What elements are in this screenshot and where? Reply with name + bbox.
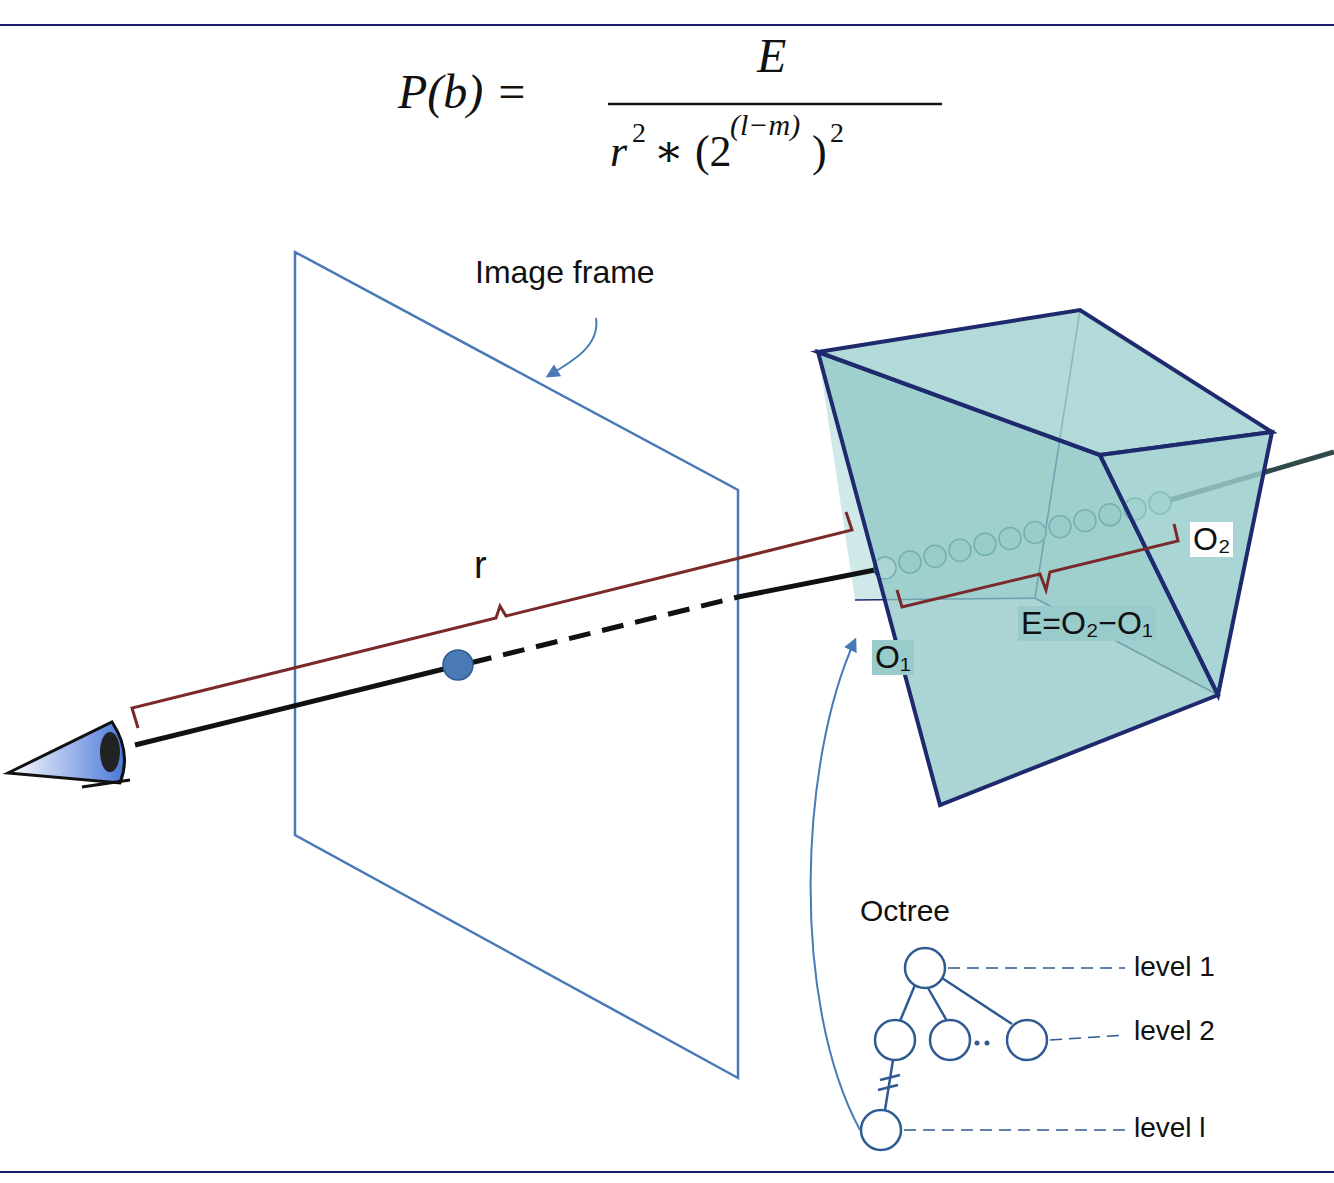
formula-term: ) [812, 128, 827, 176]
r-bracket [132, 512, 852, 728]
octree [861, 948, 1125, 1150]
level-label: level 2 [1134, 1016, 1215, 1047]
eye-lid [82, 780, 130, 787]
point-label: O₁ [872, 640, 914, 675]
image-frame [295, 252, 738, 1078]
formula-variable: r [610, 128, 627, 176]
formula-term: ∗ (2 [654, 128, 732, 176]
page-rule [0, 1171, 1334, 1173]
frame-label: Image frame [475, 255, 655, 290]
formula-lhs: P(b) = [398, 66, 528, 119]
fraction-bar [608, 103, 942, 106]
ray [738, 568, 885, 597]
cube-side [1100, 432, 1272, 695]
formula-exponent: (l−m) [730, 108, 800, 141]
formula-exponent: 2 [830, 118, 844, 149]
formula-numerator: E [757, 30, 786, 83]
pixel-dot [443, 650, 473, 680]
tree-title: Octree [860, 894, 950, 927]
interval-label: E=O₂−O₁ [1018, 606, 1156, 641]
level-label: level 1 [1134, 952, 1215, 983]
cube-top [818, 310, 1272, 455]
eye [8, 722, 125, 783]
eye-iris [100, 732, 120, 772]
formula-exponent: 2 [632, 118, 646, 149]
leader-arrow [548, 318, 596, 376]
leader-arrow [811, 640, 860, 1130]
point-label: O₂ [1190, 522, 1233, 557]
ray-dashed [470, 597, 738, 663]
page-rule [0, 24, 1334, 26]
ray [135, 667, 452, 745]
distance-label: r [474, 545, 487, 587]
e-bracket [897, 524, 1178, 607]
level-label: level l [1134, 1113, 1206, 1144]
